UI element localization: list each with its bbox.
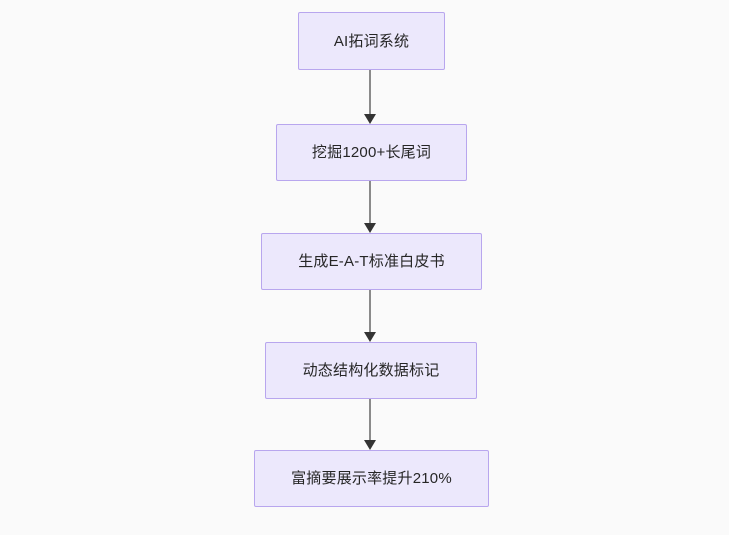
- arrow-head-icon: [364, 114, 376, 124]
- arrow-line: [369, 290, 371, 333]
- arrow-head-icon: [364, 332, 376, 342]
- flow-node-generate-eat-whitepaper[interactable]: 生成E-A-T标准白皮书: [261, 233, 482, 290]
- flow-node-ai-keyword-system[interactable]: AI拓词系统: [298, 12, 445, 70]
- arrow-head-icon: [364, 440, 376, 450]
- flow-arrow-2-to-3: [364, 181, 376, 233]
- arrow-line: [369, 181, 371, 224]
- flow-node-mine-longtail-keywords[interactable]: 挖掘1200+长尾词: [276, 124, 467, 181]
- flow-node-dynamic-structured-data-markup[interactable]: 动态结构化数据标记: [265, 342, 477, 399]
- arrow-line: [369, 399, 371, 441]
- flow-arrow-4-to-5: [364, 399, 376, 450]
- flow-arrow-1-to-2: [364, 70, 376, 124]
- arrow-line: [369, 70, 371, 115]
- flow-arrow-3-to-4: [364, 290, 376, 342]
- arrow-head-icon: [364, 223, 376, 233]
- flow-node-rich-snippet-impression-lift[interactable]: 富摘要展示率提升210%: [254, 450, 489, 507]
